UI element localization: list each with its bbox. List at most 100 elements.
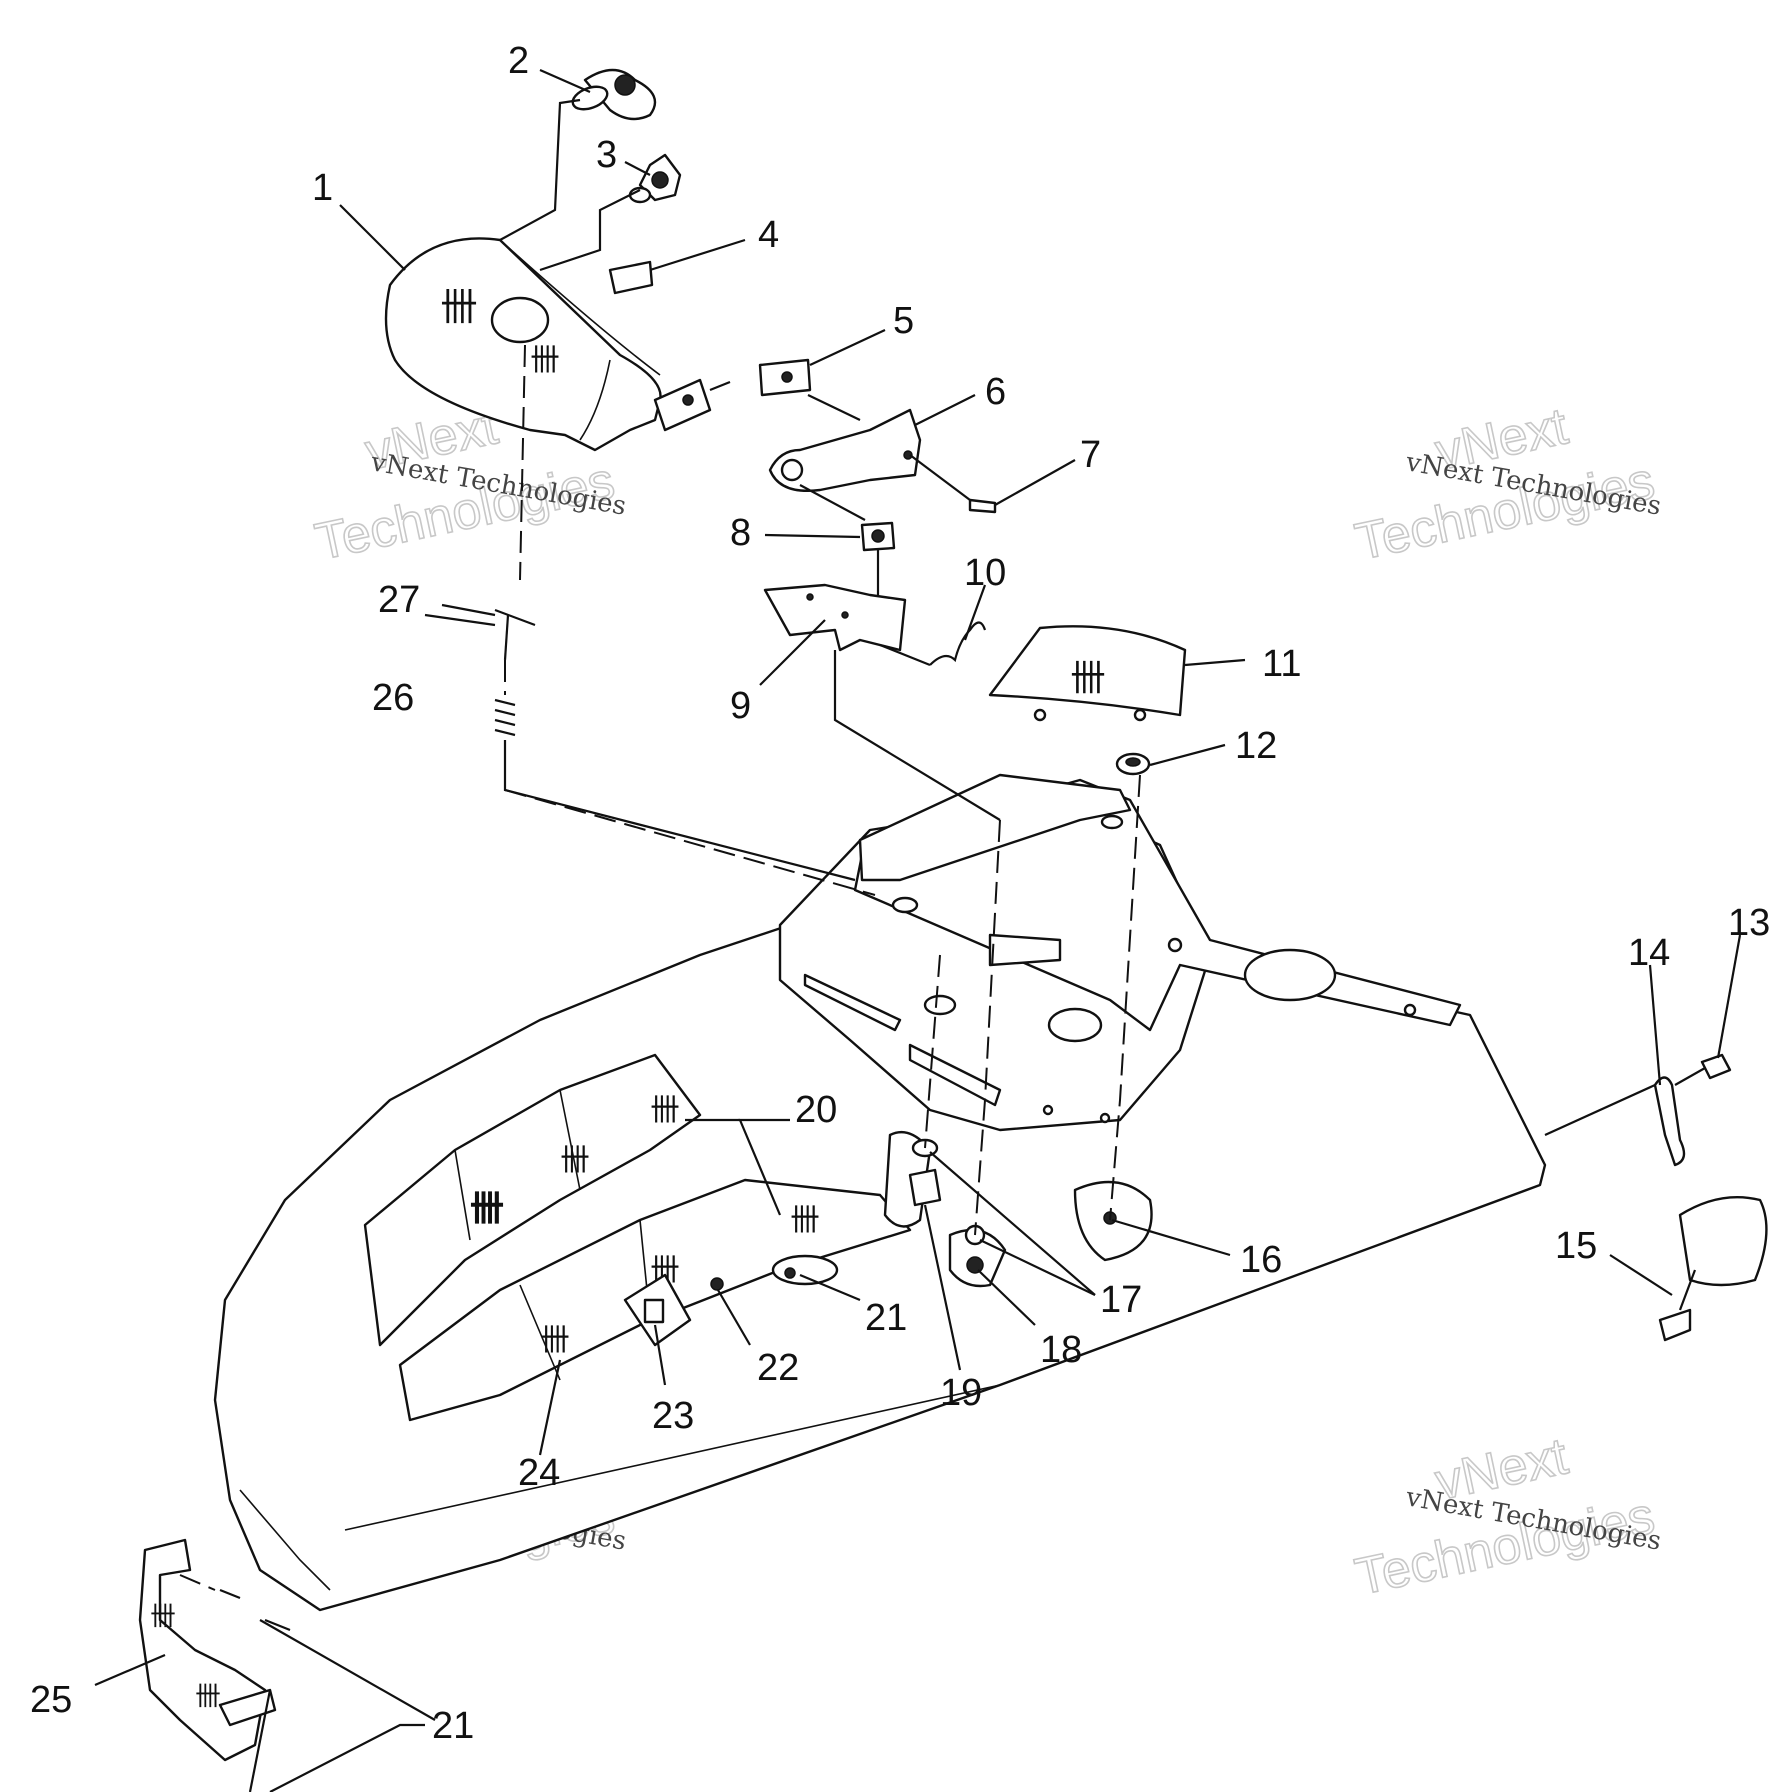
upper-gauge-pod bbox=[363, 1053, 702, 1347]
dashed-axis bbox=[179, 1574, 216, 1591]
callout-2: 2 bbox=[508, 40, 529, 82]
bracket-pivot bbox=[780, 458, 804, 482]
headlight-tab-hole bbox=[682, 394, 694, 406]
lens-glyph: 卌 bbox=[540, 1323, 570, 1358]
leader-5 bbox=[809, 329, 886, 366]
dashed-axis bbox=[504, 789, 876, 896]
callout-3: 3 bbox=[596, 134, 617, 176]
connector-line bbox=[799, 484, 866, 521]
connector-line bbox=[1674, 1067, 1706, 1086]
leader-4 bbox=[649, 238, 746, 272]
leader-9 bbox=[759, 619, 826, 686]
headlight-housing bbox=[384, 237, 662, 452]
leader-2 bbox=[539, 68, 591, 94]
indicator-bulb bbox=[771, 1254, 839, 1286]
mirror-stem bbox=[1658, 1308, 1692, 1342]
taillight-housing bbox=[138, 1538, 267, 1762]
bracket-hole bbox=[841, 611, 849, 619]
watermark-bottom-right: vNext Technologies vNext Technologies bbox=[1350, 1426, 1664, 1607]
leader-23 bbox=[653, 1324, 667, 1386]
watermark-top-right: vNext Technologies vNext Technologies bbox=[1350, 396, 1664, 572]
park-bulb bbox=[628, 153, 682, 204]
leader-12 bbox=[1149, 743, 1226, 767]
dash-hole-small bbox=[923, 994, 957, 1016]
pin-head bbox=[494, 608, 536, 627]
lens-glyph: 卌 bbox=[150, 1602, 176, 1632]
connector-line bbox=[833, 650, 1001, 821]
indicator-bulb-dot bbox=[710, 1277, 724, 1291]
connector-line bbox=[503, 740, 856, 882]
dashed-axis bbox=[974, 819, 1001, 1236]
lens-glyph: 卌 bbox=[470, 1189, 504, 1229]
connector-line bbox=[1544, 1083, 1656, 1137]
rivet bbox=[1042, 1104, 1054, 1116]
callout-21: 21 bbox=[865, 1297, 907, 1339]
connector-line bbox=[909, 454, 971, 501]
taillight-tab bbox=[218, 1688, 277, 1727]
taillight-bulb bbox=[219, 1588, 241, 1600]
headlight-top-edge bbox=[499, 239, 661, 376]
mirror-arm bbox=[1678, 1269, 1697, 1311]
callout-21-taillight: 21 bbox=[432, 1705, 474, 1747]
rivet bbox=[1403, 1003, 1417, 1017]
callout-20: 20 bbox=[795, 1089, 837, 1131]
bulb-gear-center bbox=[651, 171, 669, 189]
lens-peg bbox=[1033, 708, 1047, 722]
headlight-bulb-window bbox=[490, 296, 550, 344]
callout-8: 8 bbox=[730, 512, 751, 554]
rivet bbox=[1099, 1112, 1111, 1124]
lens-glyph: 卌 bbox=[440, 285, 478, 329]
wire-connector bbox=[608, 260, 654, 295]
pod-divider bbox=[559, 1089, 581, 1191]
mirror-screw bbox=[1700, 1053, 1732, 1080]
callout-15: 15 bbox=[1555, 1225, 1597, 1267]
leader-14 bbox=[1648, 964, 1662, 1086]
connector-line bbox=[499, 98, 581, 241]
spring-clip bbox=[929, 621, 987, 666]
dash-hole-large bbox=[1243, 948, 1337, 1002]
headlight-assembly: 卌 卌 bbox=[384, 237, 712, 452]
leader-15 bbox=[1609, 1254, 1673, 1296]
rear-riser-left bbox=[858, 773, 1132, 882]
connector-line bbox=[879, 643, 931, 667]
connector-line bbox=[259, 1619, 436, 1721]
leader-17a bbox=[929, 1151, 1096, 1296]
connector-line bbox=[539, 189, 641, 272]
hood-body bbox=[213, 878, 1547, 1612]
cover-lens bbox=[988, 625, 1187, 717]
dash-hole-center bbox=[1047, 1007, 1103, 1043]
dash-recess bbox=[988, 933, 1062, 967]
leader-22 bbox=[717, 1289, 751, 1346]
leader-21 bbox=[799, 1273, 861, 1302]
grommet-spring bbox=[494, 698, 516, 737]
pin-shaft bbox=[503, 614, 510, 661]
taillight-assembly: 卌 卌 bbox=[138, 1538, 291, 1762]
screw bbox=[968, 498, 997, 514]
hood-crease bbox=[344, 1384, 1001, 1531]
callout-14: 14 bbox=[1628, 932, 1670, 974]
leader-19 bbox=[923, 1204, 962, 1371]
connector-line bbox=[807, 394, 861, 421]
leader-11 bbox=[1184, 658, 1246, 667]
callout-19: 19 bbox=[940, 1372, 982, 1414]
callout-23: 23 bbox=[652, 1395, 694, 1437]
lens-glyph: 卌 bbox=[790, 1203, 820, 1238]
grommet-hole bbox=[1125, 757, 1141, 767]
callout-17: 17 bbox=[1100, 1279, 1142, 1321]
pad-hole bbox=[781, 371, 793, 383]
pod-divider bbox=[454, 1149, 471, 1241]
headlight-side-edge bbox=[579, 359, 611, 441]
lens-glyph: 卌 bbox=[195, 1682, 221, 1712]
connector-line bbox=[248, 1689, 272, 1792]
mount-rail-left bbox=[803, 973, 902, 1032]
leader-7 bbox=[994, 459, 1076, 506]
dashed-axis bbox=[519, 344, 526, 581]
headlight-bulb bbox=[571, 68, 657, 121]
callout-13: 13 bbox=[1728, 902, 1770, 944]
callout-18: 18 bbox=[1040, 1329, 1082, 1371]
bulb-glass bbox=[571, 85, 609, 111]
leader-16 bbox=[1111, 1218, 1231, 1257]
leader-27 bbox=[441, 603, 496, 617]
dash-hole-left bbox=[891, 896, 919, 914]
nut-hole bbox=[871, 529, 885, 543]
